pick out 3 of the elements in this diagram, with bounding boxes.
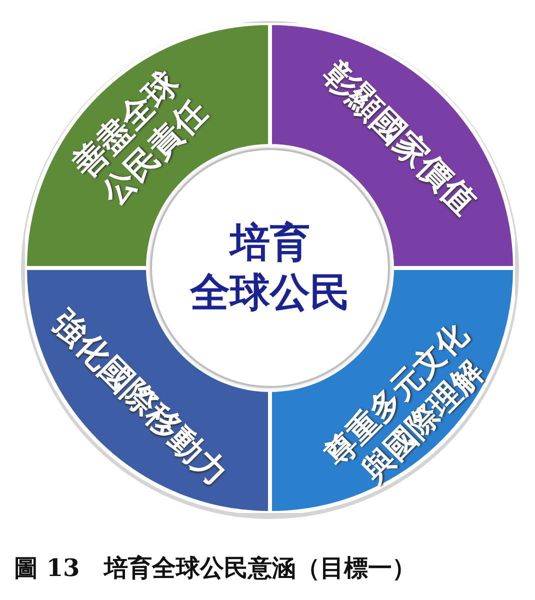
segment-label: 尊重多元文化與國際理解 (317, 315, 492, 491)
segment-label: 善盡全球公民責任 (64, 62, 216, 214)
figure-caption: 圖 13 培育全球公民意涵（目標一） (14, 552, 416, 584)
